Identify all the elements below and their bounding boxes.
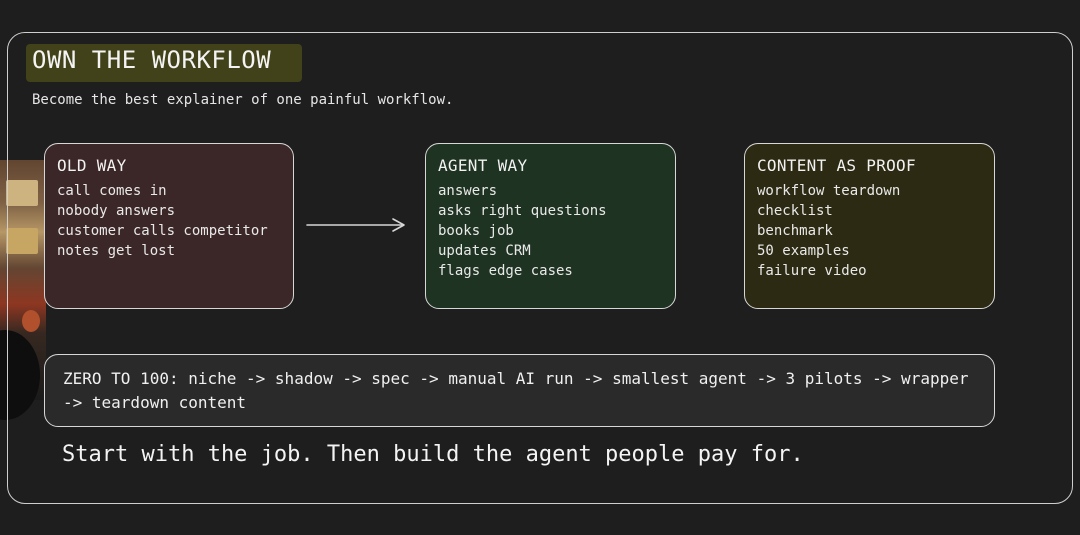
list-item: customer calls competitor [57, 223, 268, 239]
content-as-proof-card: CONTENT AS PROOF workflow teardown check… [744, 143, 995, 309]
list-item: updates CRM [438, 243, 531, 259]
page-subtitle: Become the best explainer of one painful… [32, 92, 454, 108]
list-item: failure video [757, 263, 867, 279]
list-item: 50 examples [757, 243, 850, 259]
card-title: CONTENT AS PROOF [757, 156, 916, 175]
title-block: OWN THE WORKFLOW [26, 42, 302, 82]
list-item: checklist [757, 203, 833, 219]
list-item: benchmark [757, 223, 833, 239]
old-way-card: OLD WAY call comes in nobody answers cus… [44, 143, 294, 309]
list-item: workflow teardown [757, 183, 901, 199]
agent-way-card: AGENT WAY answers asks right questions b… [425, 143, 676, 309]
card-title: OLD WAY [57, 156, 127, 175]
list-item: asks right questions [438, 203, 607, 219]
list-item: flags edge cases [438, 263, 573, 279]
card-list: workflow teardown checklist benchmark 50… [757, 181, 982, 281]
card-list: answers asks right questions books job u… [438, 181, 663, 281]
list-item: books job [438, 223, 514, 239]
shelf-object [6, 180, 38, 206]
card-title: AGENT WAY [438, 156, 528, 175]
list-item: notes get lost [57, 243, 176, 259]
page-title: OWN THE WORKFLOW [32, 46, 272, 74]
title-highlight [26, 44, 302, 82]
list-item: nobody answers [57, 203, 176, 219]
card-list: call comes in nobody answers customer ca… [57, 181, 281, 261]
slide-frame [7, 32, 1073, 504]
arrow-right-icon [306, 218, 405, 232]
shelf-object [6, 228, 38, 254]
list-item: answers [438, 183, 498, 199]
tagline: Start with the job. Then build the agent… [62, 442, 804, 467]
zero-to-100-flow: ZERO TO 100: niche -> shadow -> spec -> … [44, 354, 995, 427]
shelf-object [22, 310, 40, 332]
list-item: call comes in [57, 183, 167, 199]
